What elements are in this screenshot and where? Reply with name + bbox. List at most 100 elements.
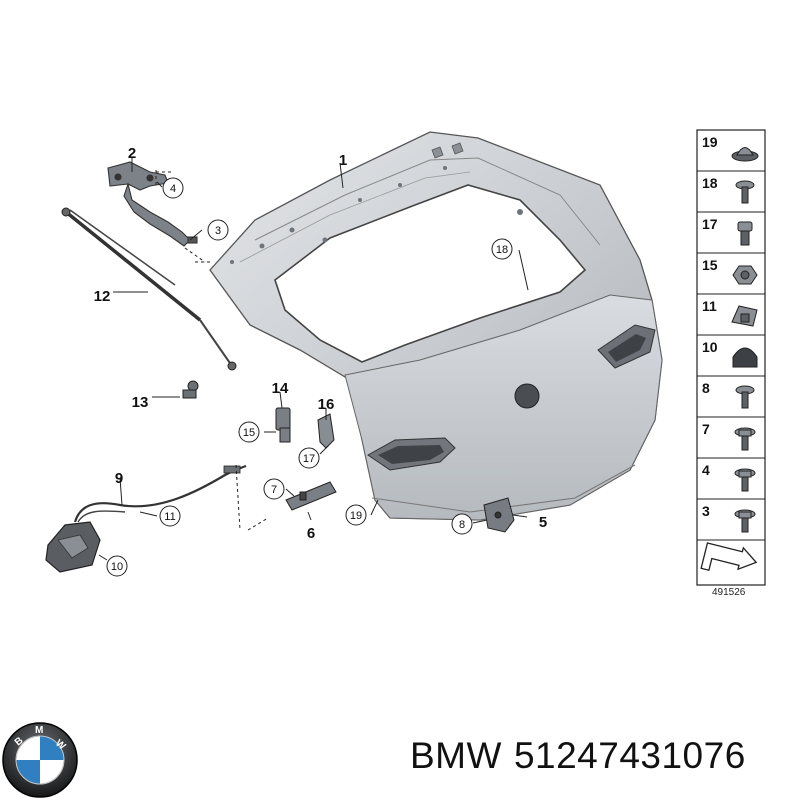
bracket-part-14 — [275, 407, 291, 443]
callout-8: 8 — [451, 513, 473, 535]
callout-label: 11 — [164, 511, 175, 523]
legend-item-label: 17 — [702, 216, 718, 232]
callout-circle — [298, 447, 320, 469]
screw-icon-part — [741, 391, 749, 409]
callout-15: 15 — [238, 421, 260, 443]
callout-5: 5 — [539, 514, 547, 531]
hex-bolt-icon-part — [737, 221, 753, 232]
part-number: 51247431076 — [513, 735, 746, 776]
callout-label: 8 — [459, 519, 465, 531]
callout-label: 13 — [132, 394, 149, 411]
callout-label: 19 — [350, 510, 362, 522]
ball-stud-part — [182, 380, 199, 399]
callout-label: 4 — [170, 183, 176, 195]
callout-11: 11 — [159, 505, 181, 527]
callout-label: 10 — [111, 561, 123, 573]
tailgate-panel — [209, 131, 663, 521]
callout-10: 10 — [106, 555, 128, 577]
ref-code: 491526 — [712, 587, 746, 598]
callout-7: 7 — [263, 478, 285, 500]
callout-label: 16 — [318, 396, 335, 413]
callout-label: 6 — [307, 525, 315, 542]
legend-item-label: 3 — [702, 503, 710, 519]
wedge-part-16 — [317, 413, 335, 449]
flange-bolt-icon-part — [738, 511, 752, 519]
rubber-buffer-icon-part — [732, 347, 758, 368]
callout-label: 12 — [94, 288, 111, 305]
hex-bolt-icon-part — [740, 230, 750, 246]
rubber-buffer-icon — [732, 347, 758, 368]
callout-4: 4 — [162, 177, 184, 199]
striker-part-5 — [483, 497, 515, 533]
callout-label: 14 — [272, 380, 289, 397]
gas-strut-part — [61, 207, 237, 371]
callout-circle — [491, 238, 513, 260]
grommet-icon-part — [736, 147, 754, 156]
callout-17: 17 — [298, 447, 320, 469]
callout-12: 12 — [94, 288, 111, 305]
legend-item-label: 11 — [702, 298, 717, 314]
part-caption: BMW 51247431076 — [410, 735, 758, 777]
leader-lines — [98, 158, 529, 561]
screw-icon — [735, 385, 755, 409]
callout-label: 9 — [115, 470, 123, 487]
fastener-legend: 19 18 17 15 11 10 8 7 4 3 491526 — [696, 129, 766, 598]
flange-bolt-icon-part — [738, 429, 752, 437]
callout-label: 2 — [128, 145, 136, 162]
legend-item-label: 7 — [702, 421, 710, 437]
callout-3: 3 — [207, 219, 229, 241]
flange-bolt-icon — [734, 427, 756, 451]
callout-circle — [345, 504, 367, 526]
flange-bolt-icon-part — [741, 517, 749, 533]
callout-18: 18 — [491, 238, 513, 260]
hex-bolt-icon — [737, 221, 753, 246]
callout-circle — [207, 219, 229, 241]
latch-bar-part-6 — [285, 481, 337, 511]
callout-circle — [451, 513, 473, 535]
grommet-icon — [731, 147, 759, 162]
flange-bolt-icon — [734, 509, 756, 533]
callout-label: 5 — [539, 514, 547, 531]
callout-circle — [159, 505, 181, 527]
callout-19: 19 — [345, 504, 367, 526]
legend-item-label: 19 — [702, 134, 718, 150]
callout-label: 7 — [271, 484, 277, 496]
flange-bolt-icon-part — [741, 476, 749, 492]
legend-item-label: 4 — [702, 462, 710, 478]
clip-nut-icon — [731, 305, 758, 327]
callout-1: 1 — [339, 152, 347, 169]
callout-circle — [238, 421, 260, 443]
legend-item-label: 18 — [702, 175, 718, 191]
callout-13: 13 — [132, 394, 149, 411]
callout-label: 17 — [303, 453, 315, 465]
callout-9: 9 — [115, 470, 123, 487]
hinge-part — [107, 161, 198, 247]
legend-item-label: 15 — [702, 257, 718, 273]
hex-nut-icon — [732, 265, 758, 285]
flange-bolt-icon — [734, 468, 756, 492]
callout-circle — [162, 177, 184, 199]
brand-name: BMW — [410, 735, 502, 776]
callout-14: 14 — [272, 380, 289, 397]
callout-6: 6 — [307, 525, 315, 542]
screw-icon-part — [741, 186, 749, 204]
bmw-logo: B M W — [2, 722, 78, 798]
clip-nut-icon-part — [740, 313, 750, 323]
lock-actuator-part — [45, 464, 247, 573]
sheet-arrow-icon — [700, 542, 758, 571]
callout-label: 1 — [339, 152, 347, 169]
legend-item-label: 8 — [702, 380, 710, 396]
callout-label: 18 — [496, 244, 508, 256]
screw-icon — [735, 180, 755, 204]
callout-2: 2 — [128, 145, 136, 162]
legend-item-label: 10 — [702, 339, 718, 355]
callout-label: 15 — [243, 427, 255, 439]
callout-16: 16 — [318, 396, 335, 413]
flange-bolt-icon-part — [738, 470, 752, 478]
callout-circle — [106, 555, 128, 577]
callout-label: 3 — [215, 225, 221, 237]
flange-bolt-icon-part — [741, 435, 749, 451]
hex-nut-icon-part — [740, 270, 750, 280]
